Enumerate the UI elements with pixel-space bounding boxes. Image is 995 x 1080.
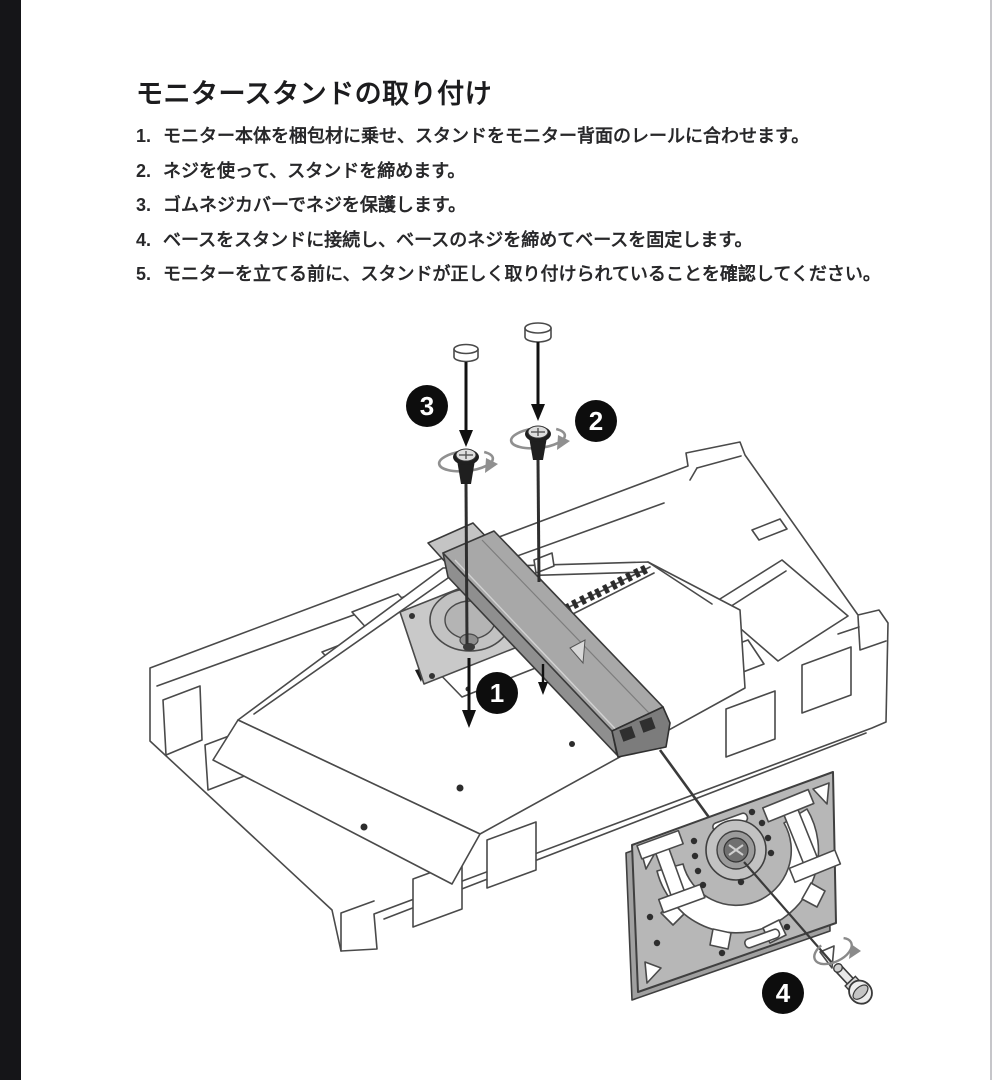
callout-1: 1 [476, 672, 518, 714]
stand-arm [427, 522, 671, 758]
align-arrow-down [462, 658, 476, 728]
screw-hole-dot [456, 784, 464, 792]
step-1-text: モニター本体を梱包材に乗せ、スタンドをモニター背面のレールに合わせます。 [163, 126, 810, 146]
callout-3: 3 [406, 385, 448, 427]
step-5-number: 5. [136, 264, 152, 284]
callout-2: 2 [575, 400, 617, 442]
step-4-text: ベースをスタンドに接続し、ベースのネジを締めてベースを固定します。 [163, 229, 753, 250]
base-thumbscrew [743, 861, 873, 1005]
screw-hole-dot [569, 741, 575, 747]
rotation-arrow-icon [813, 936, 853, 966]
screw-hole-dot [360, 823, 368, 831]
right-page-edge-line [990, 0, 992, 1080]
insert-arrow-left [459, 362, 473, 447]
ibeam-cutout-right [761, 788, 842, 884]
rubber-cap-left [453, 343, 479, 363]
svg-text:3: 3 [420, 391, 434, 421]
svg-text:2: 2 [589, 406, 603, 436]
step-3: 3. ゴムネジカバーでネジを保護します。 [136, 195, 881, 216]
step-3-text: ゴムネジカバーでネジを保護します。 [163, 195, 467, 215]
screw-left [437, 448, 498, 484]
callout-4: 4 [762, 972, 804, 1014]
svg-text:4: 4 [776, 978, 791, 1008]
screw-shaft-left [464, 483, 469, 645]
rotation-arrowhead-icon [485, 458, 498, 473]
step-3-number: 3. [136, 195, 152, 215]
svg-text:1: 1 [490, 678, 504, 708]
insert-arrow-right [531, 342, 545, 421]
align-arrow-small [538, 664, 548, 695]
rubber-cap-right [524, 322, 552, 343]
base-hub [705, 819, 767, 881]
step-1-number: 1. [136, 126, 152, 146]
base-plate-holes [646, 808, 791, 957]
step-5-text: モニターを立てる前に、スタンドが正しく取り付けられていることを確認してください。 [163, 264, 881, 284]
step-2: 2. ネジを使って、スタンドを締めます。 [136, 160, 881, 182]
base-plate [625, 771, 842, 1001]
step-1: 1. モニター本体を梱包材に乗せ、スタンドをモニター背面のレールに合わせます。 [136, 126, 881, 147]
step-2-number: 2. [136, 160, 152, 181]
step-2-text: ネジを使って、スタンドを締めます。 [163, 160, 466, 181]
screw-right [509, 425, 570, 460]
rotation-arrowhead-icon [849, 944, 861, 959]
stand-arm-end-clamp [611, 706, 671, 758]
rotation-arrowhead-icon [557, 435, 570, 450]
page-title: モニタースタンドの取り付け [136, 79, 493, 109]
left-black-bar [0, 0, 21, 1080]
instruction-steps: 1. モニター本体を梱包材に乗せ、スタンドをモニター背面のレールに合わせます。 … [136, 126, 881, 300]
ibeam-cutout-left [636, 829, 706, 914]
step-5: 5. モニターを立てる前に、スタンドが正しく取り付けられていることを確認してくだ… [136, 264, 881, 285]
step-4-number: 4. [136, 229, 152, 250]
screw-shaft-right [536, 459, 541, 583]
step-4: 4. ベースをスタンドに接続し、ベースのネジを締めてベースを固定します。 [136, 229, 881, 251]
